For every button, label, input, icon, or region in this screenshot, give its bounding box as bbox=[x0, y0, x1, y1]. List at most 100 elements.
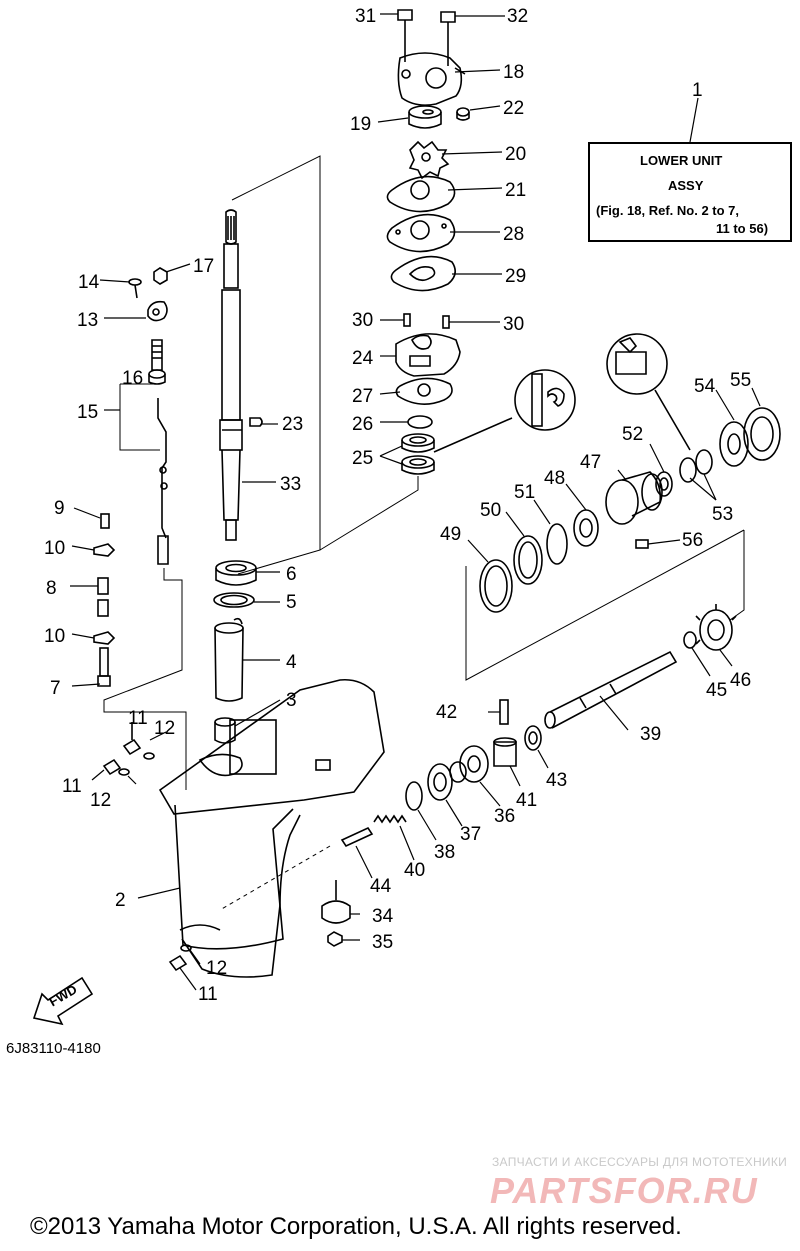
forward-arrow-icon bbox=[32, 976, 94, 1026]
lower-casing-cap-47 bbox=[605, 471, 663, 525]
callout-12b: 12 bbox=[90, 790, 111, 811]
callout-40: 40 bbox=[404, 860, 425, 881]
shift-rod-joint-7 bbox=[97, 647, 111, 687]
callout-39: 39 bbox=[640, 724, 661, 745]
shift-plunger-44 bbox=[219, 826, 374, 911]
callout-34: 34 bbox=[372, 906, 394, 927]
callout-55: 55 bbox=[730, 370, 751, 391]
callout-17: 17 bbox=[193, 256, 214, 277]
watermark-logo: PARTSFOR.RU bbox=[490, 1170, 758, 1211]
bearing-48 bbox=[573, 509, 599, 547]
callout-54: 54 bbox=[694, 376, 716, 397]
callout-21: 21 bbox=[505, 180, 526, 201]
legend-line-1: LOWER UNIT bbox=[640, 153, 723, 168]
legend-line-4: 11 to 56) bbox=[716, 221, 769, 236]
callout-27: 27 bbox=[352, 386, 373, 407]
nut-35 bbox=[327, 931, 343, 947]
grommet-22 bbox=[456, 107, 470, 121]
shim-38 bbox=[405, 781, 423, 811]
outer-plate-28 bbox=[386, 213, 456, 253]
grommet-16 bbox=[148, 339, 166, 385]
callout-46: 46 bbox=[730, 670, 751, 691]
callout-47: 47 bbox=[580, 452, 601, 473]
callout-16: 16 bbox=[122, 368, 143, 389]
screw-14 bbox=[128, 278, 142, 299]
callout-2: 2 bbox=[115, 890, 126, 911]
lower-unit-assy-legend: LOWER UNIT ASSY (Fig. 18, Ref. No. 2 to … bbox=[588, 142, 792, 242]
oil-seals-53 bbox=[679, 449, 713, 483]
callout-10b: 10 bbox=[44, 626, 65, 647]
callout-15: 15 bbox=[77, 402, 98, 423]
callout-37: 37 bbox=[460, 824, 481, 845]
forward-gear-36 bbox=[449, 745, 489, 783]
pin-42 bbox=[499, 699, 509, 725]
callout-24: 24 bbox=[352, 348, 374, 369]
gasket-29 bbox=[390, 255, 456, 292]
watermark-tagline: ЗАПЧАСТИ И АКСЕССУАРЫ ДЛЯ МОТОТЕХНИКИ bbox=[492, 1155, 788, 1169]
callout-23: 23 bbox=[282, 414, 303, 435]
callout-10a: 10 bbox=[44, 538, 65, 559]
callout-56: 56 bbox=[682, 530, 703, 551]
plug-11b bbox=[102, 758, 122, 776]
oil-seals-25 bbox=[401, 433, 435, 475]
callout-43: 43 bbox=[546, 770, 567, 791]
callout-5: 5 bbox=[286, 592, 297, 613]
washer-54 bbox=[719, 421, 749, 467]
washer-12c bbox=[180, 944, 192, 952]
washer-12a bbox=[143, 752, 155, 760]
callout-11a: 11 bbox=[128, 708, 148, 729]
callout-19: 19 bbox=[350, 114, 371, 135]
spring-40 bbox=[373, 814, 407, 824]
callout-44: 44 bbox=[370, 876, 392, 897]
impeller-20 bbox=[408, 140, 450, 180]
clip-10b bbox=[93, 631, 116, 645]
callout-13: 13 bbox=[77, 310, 98, 331]
callout-30b: 30 bbox=[503, 314, 524, 335]
callout-20: 20 bbox=[505, 144, 526, 165]
callout-12c: 12 bbox=[206, 958, 227, 979]
callout-11b: 11 bbox=[62, 776, 82, 797]
pump-housing-18 bbox=[397, 52, 466, 106]
drive-shaft-33 bbox=[219, 209, 243, 541]
shim-45 bbox=[683, 631, 697, 649]
callout-11c: 11 bbox=[198, 984, 218, 1005]
callout-33: 33 bbox=[280, 474, 301, 495]
shim-5 bbox=[213, 592, 255, 608]
nut-17 bbox=[153, 267, 168, 285]
plug-11c bbox=[168, 954, 188, 972]
callout-35: 35 bbox=[372, 932, 393, 953]
callout-49: 49 bbox=[440, 524, 461, 545]
clutch-detail-magnifier bbox=[606, 333, 691, 451]
pin-8 bbox=[97, 577, 109, 617]
callout-9: 9 bbox=[54, 498, 65, 519]
clamp-13 bbox=[147, 300, 168, 322]
callout-14: 14 bbox=[78, 272, 100, 293]
o-ring-26 bbox=[407, 415, 433, 429]
shift-rod-15 bbox=[119, 383, 169, 565]
callout-51: 51 bbox=[514, 482, 535, 503]
clip-10a bbox=[93, 543, 116, 557]
callout-31: 31 bbox=[355, 6, 376, 27]
legend-line-2: ASSY bbox=[668, 178, 704, 193]
callout-18: 18 bbox=[503, 62, 524, 83]
insert-cartridge-19 bbox=[408, 105, 442, 129]
callout-22: 22 bbox=[503, 98, 524, 119]
legend-ref-number: 1 bbox=[692, 80, 703, 101]
callout-30a: 30 bbox=[352, 310, 373, 331]
dowel-pins-30 bbox=[403, 313, 450, 329]
callout-41: 41 bbox=[516, 790, 537, 811]
bolt-32 bbox=[440, 11, 456, 66]
callout-4: 4 bbox=[286, 652, 297, 673]
callout-26: 26 bbox=[352, 414, 373, 435]
callout-50: 50 bbox=[480, 500, 501, 521]
diagram-part-code: 6J83110-4180 bbox=[6, 1040, 101, 1057]
callout-8: 8 bbox=[46, 578, 57, 599]
callout-53: 53 bbox=[712, 504, 733, 525]
callout-36: 36 bbox=[494, 806, 515, 827]
circlip-49 bbox=[479, 559, 513, 613]
sleeve-4 bbox=[214, 617, 244, 702]
callout-38: 38 bbox=[434, 842, 455, 863]
callout-7: 7 bbox=[50, 678, 61, 699]
o-ring-51 bbox=[546, 523, 568, 565]
